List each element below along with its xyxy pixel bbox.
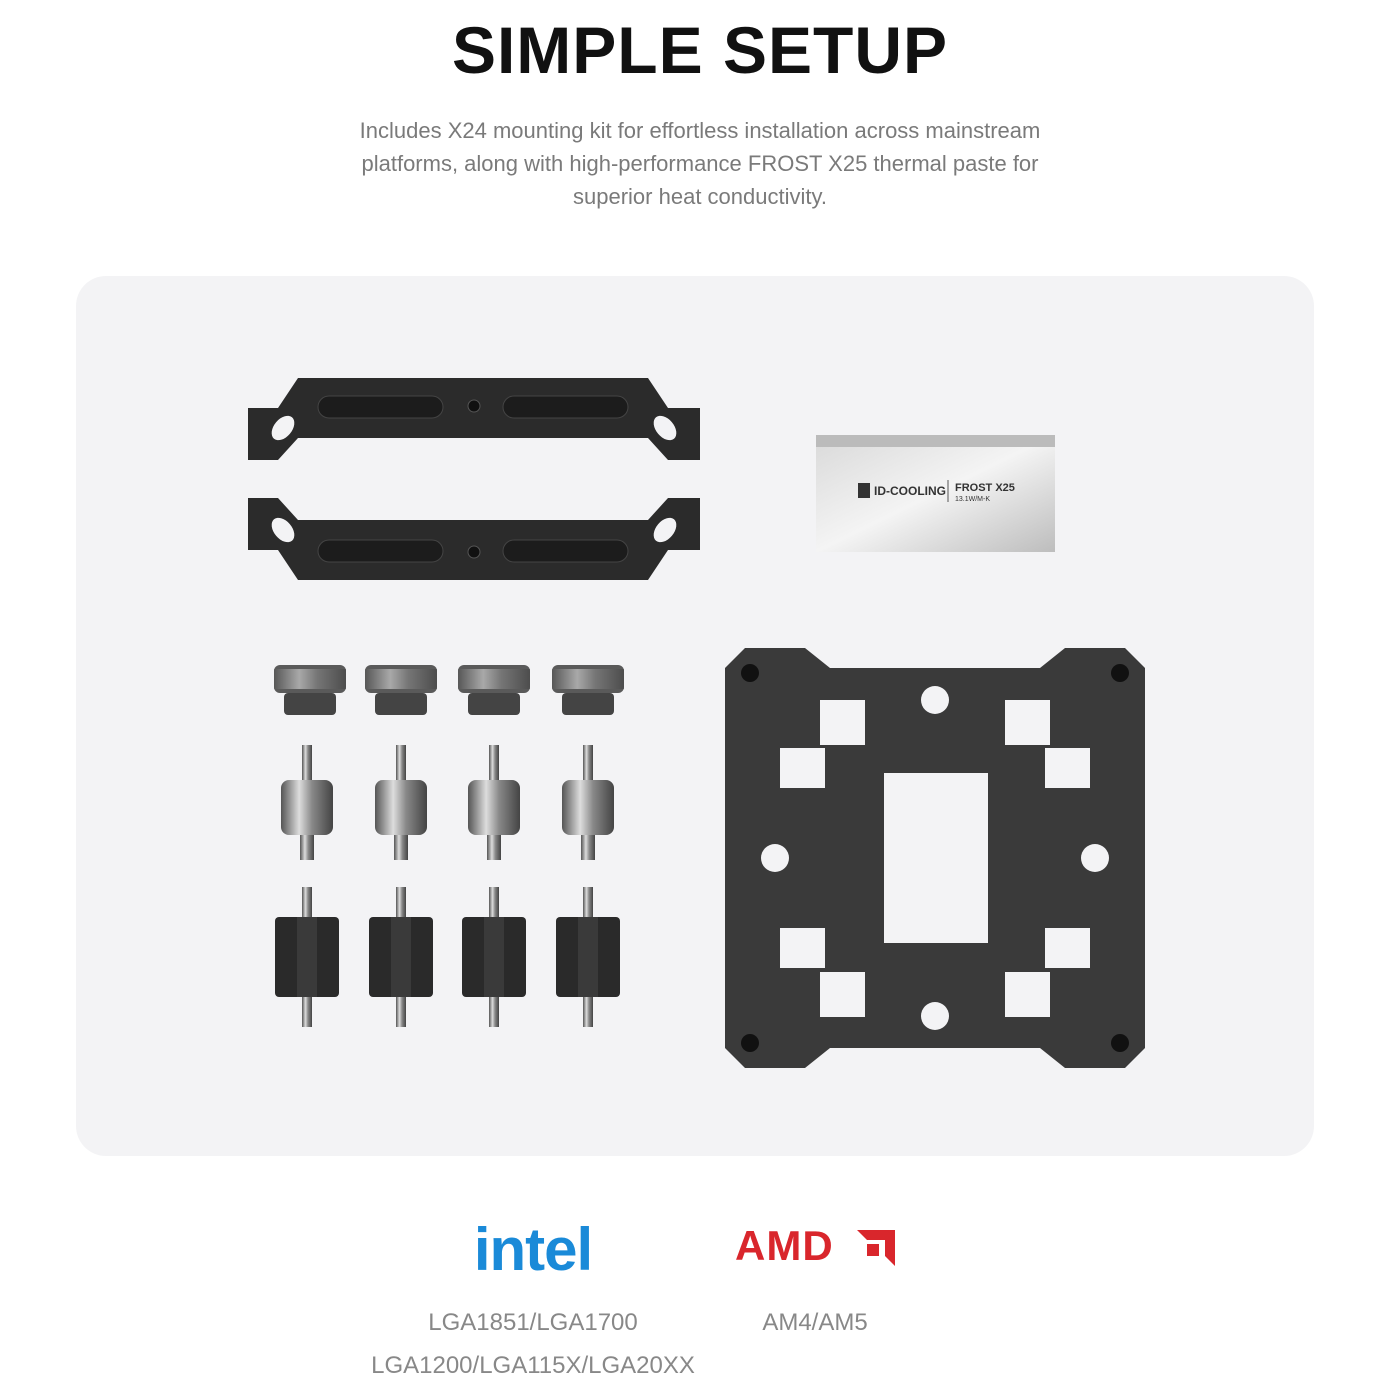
paste-brand: ID-COOLING: [874, 484, 946, 498]
intel-sockets-line2: LGA1200/LGA115X/LGA20XX: [371, 1352, 695, 1379]
hex-standoffs: [275, 887, 620, 1027]
amd-sockets: AM4/AM5: [762, 1309, 868, 1336]
thumb-nuts: [274, 665, 624, 715]
intel-sockets-line1: LGA1851/LGA1700: [428, 1309, 638, 1336]
mounting-bar-top: [247, 377, 701, 461]
paste-product: FROST X25: [955, 482, 1015, 494]
amd-arrow-icon: [857, 1230, 895, 1266]
amd-logo: AMD: [735, 1222, 834, 1269]
thermal-paste-packet: ID-COOLING FROST X25 13.1W/M-K: [816, 435, 1055, 552]
page-subtitle: Includes X24 mounting kit for effortless…: [359, 118, 1041, 209]
paste-spec: 13.1W/M-K: [955, 496, 990, 503]
mounting-bar-bottom: [247, 497, 701, 581]
page-title: SIMPLE SETUP: [451, 13, 949, 87]
backplate: [725, 648, 1145, 1068]
intel-logo: intel: [473, 1216, 593, 1283]
standoff-screws: [281, 745, 614, 860]
